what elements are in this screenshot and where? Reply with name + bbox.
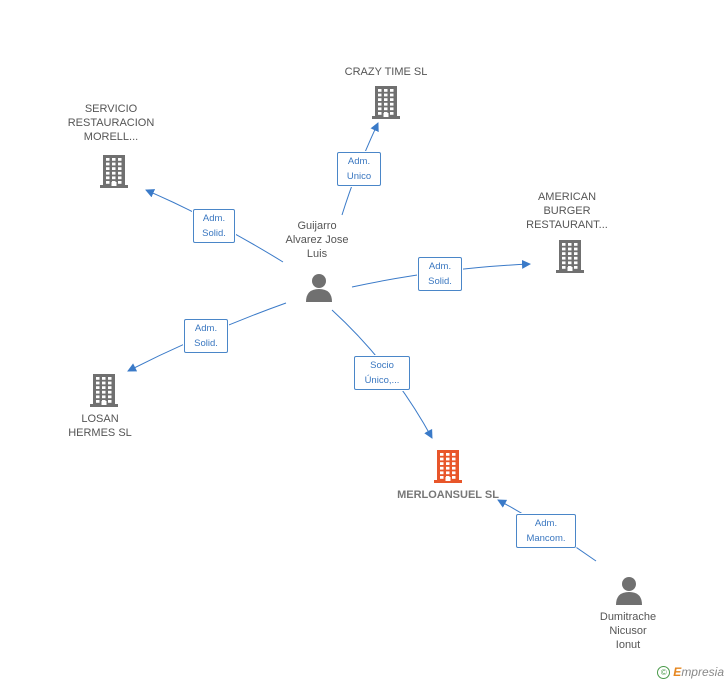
edge-badge-servicio: Adm. Solid.: [193, 209, 235, 243]
american-building-icon[interactable]: [554, 238, 586, 274]
servicio-label[interactable]: SERVICIO RESTAURACION MORELL...: [67, 103, 155, 143]
merloansuel-building-icon[interactable]: [432, 448, 464, 484]
american-label[interactable]: AMERICAN BURGER RESTAURANT...: [526, 191, 608, 231]
crazy-time-label[interactable]: CRAZY TIME SL: [344, 66, 428, 78]
dumitrache-label[interactable]: Dumitrache Nicusor Ionut: [599, 611, 657, 651]
edge-badge-dumitrache: Adm. Mancom.: [516, 514, 576, 548]
edge-badge-american: Adm. Solid.: [418, 257, 462, 291]
merloansuel-label[interactable]: MERLOANSUEL SL: [397, 489, 499, 501]
footer-brand: © Empresia: [657, 665, 724, 679]
copyright-icon: ©: [657, 665, 671, 679]
edge-badge-losan: Adm. Solid.: [184, 319, 228, 353]
guijarro-label[interactable]: Guijarro Alvarez Jose Luis: [285, 220, 349, 260]
dumitrache-person-icon[interactable]: [614, 575, 644, 605]
edge-badge-merloansuel: Socio Único,...: [354, 356, 410, 390]
losan-label[interactable]: LOSAN HERMES SL: [68, 413, 132, 439]
servicio-building-icon[interactable]: [98, 153, 130, 189]
losan-building-icon[interactable]: [88, 372, 120, 408]
edge-badge-crazy-time: Adm. Unico: [337, 152, 381, 186]
brand-logo: Empresia: [673, 665, 724, 679]
brand-initial: E: [673, 665, 682, 679]
brand-rest: mpresia: [681, 665, 724, 679]
guijarro-person-icon[interactable]: [304, 272, 334, 302]
crazy-time-building-icon[interactable]: [370, 84, 402, 120]
